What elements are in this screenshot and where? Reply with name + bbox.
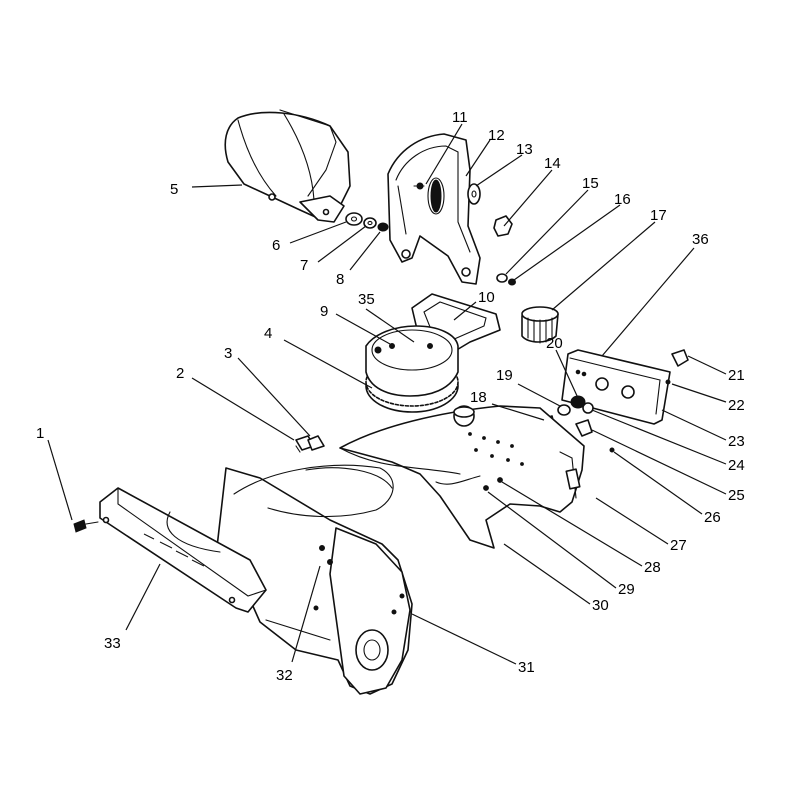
callout-20: 20 (546, 335, 563, 352)
callout-29: 29 (618, 581, 635, 598)
deflector-hardware (345, 212, 389, 232)
callout-13: 13 (516, 141, 533, 158)
callout-18: 18 (470, 389, 487, 406)
callout-28: 28 (644, 559, 661, 576)
chute-bracket (387, 133, 481, 285)
callout-3: 3 (224, 345, 232, 362)
auger-housing-cover (339, 405, 585, 549)
callout-1: 1 (36, 425, 44, 442)
callout-26: 26 (704, 509, 721, 526)
callout-6: 6 (272, 237, 280, 254)
callout-5: 5 (170, 181, 178, 198)
callout-36: 36 (692, 231, 709, 248)
callout-17: 17 (650, 207, 667, 224)
callout-22: 22 (728, 397, 745, 414)
leader-lines (47, 123, 727, 665)
callout-23: 23 (728, 433, 745, 450)
fasteners (73, 435, 325, 533)
callout-10: 10 (478, 289, 495, 306)
housing-dots (468, 432, 524, 491)
callout-16: 16 (614, 191, 631, 208)
callout-19: 19 (496, 367, 513, 384)
callout-24: 24 (728, 457, 745, 474)
callout-15: 15 (582, 175, 599, 192)
callout-32: 32 (276, 667, 293, 684)
callout-11: 11 (452, 109, 468, 126)
callout-12: 12 (488, 127, 505, 144)
callout-9: 9 (320, 303, 328, 320)
callout-21: 21 (728, 367, 745, 384)
callout-31: 31 (518, 659, 535, 676)
auger-housing (215, 464, 413, 695)
callout-25: 25 (728, 487, 745, 504)
crank-knob (521, 306, 559, 344)
callout-labels: 1 2 3 4 5 6 7 8 9 10 11 12 13 14 15 16 1… (36, 109, 745, 684)
callout-14: 14 (544, 155, 561, 172)
chute-deflector (224, 109, 351, 223)
callout-30: 30 (592, 597, 609, 614)
scraper-bar (99, 487, 267, 613)
callout-8: 8 (336, 271, 344, 288)
callout-4: 4 (264, 325, 272, 342)
callout-33: 33 (104, 635, 121, 652)
callout-7: 7 (300, 257, 308, 274)
callout-35: 35 (358, 291, 375, 308)
chute-ring-gear (365, 325, 459, 413)
callout-27: 27 (670, 537, 687, 554)
callout-2: 2 (176, 365, 184, 382)
